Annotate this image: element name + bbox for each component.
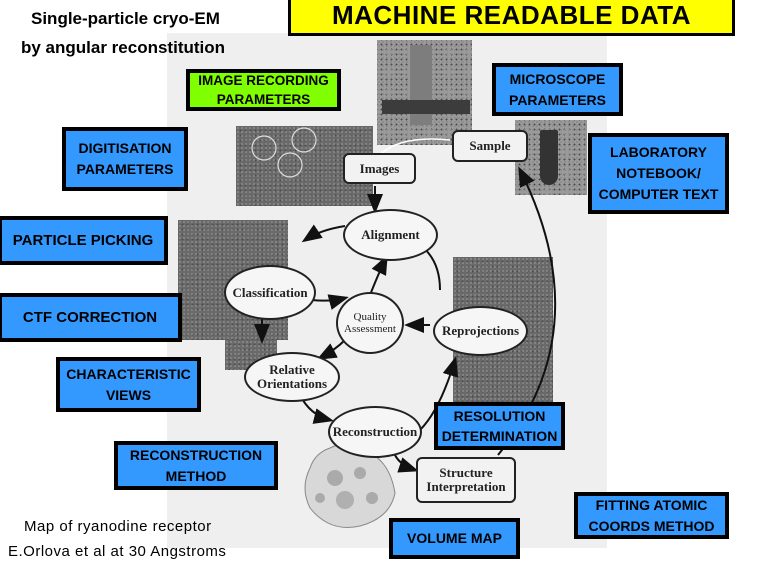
node-classification-label: Classification [232,284,308,300]
tag-reconstruction-method: RECONSTRUCTION METHOD [114,441,278,490]
tag-fitting-atomic-coords: FITTING ATOMIC COORDS METHOD [574,492,729,539]
tag-image-recording-parameters: IMAGE RECORDING PARAMETERS [186,69,341,111]
node-images: Images [343,153,416,184]
tag-line: LABORATORY [610,144,707,160]
tag-particle-picking: PARTICLE PICKING [0,216,168,265]
node-relative-orientations: Relative Orientations [244,352,340,402]
node-classification: Classification [224,265,316,320]
node-sample-label: Sample [469,138,511,153]
tag-line: CTF CORRECTION [22,309,158,326]
tag-microscope-parameters: MICROSCOPE PARAMETERS [492,63,623,116]
tag-characteristic-views: CHARACTERISTIC VIEWS [56,357,201,412]
tag-line: METHOD [165,467,227,484]
tag-line: PARAMETERS [76,161,174,177]
node-structure-label-1: Structure [439,465,493,480]
node-alignment-label: Alignment [361,227,420,242]
tag-line: CHARACTERISTIC [66,365,191,382]
tag-line: RESOLUTION [453,408,546,424]
tag-line: RECONSTRUCTION [129,446,263,463]
title-line-1: Single-particle cryo-EM [31,9,220,28]
sample-tube-icon [540,130,558,185]
tag-line: MICROSCOPE [509,70,606,87]
particle-circles-icon [251,127,317,178]
tag-digitisation-parameters: DIGITISATION PARAMETERS [62,127,188,191]
node-reconstruction: Reconstruction [328,406,422,458]
tag-line: COMPUTER TEXT [598,186,719,202]
banner-text: MACHINE READABLE DATA [331,0,692,30]
node-quality-label-1: Quality [353,311,387,323]
node-quality-assessment: Quality Assessment [336,292,404,354]
tag-resolution-determination: RESOLUTION DETERMINATION [434,402,565,450]
node-reprojections-label: Reprojections [441,323,520,338]
tag-volume-map: VOLUME MAP [389,518,520,559]
tag-laboratory-notebook: LABORATORY NOTEBOOK/ COMPUTER TEXT [588,133,729,214]
tag-line: PARAMETERS [216,92,311,107]
tag-line: VOLUME MAP [407,530,502,546]
tag-line: IMAGE RECORDING [198,73,329,88]
volume-map-render [304,443,396,528]
tag-line: FITTING ATOMIC [595,496,708,513]
tag-line: PARTICLE PICKING [12,232,154,249]
machine-readable-banner: MACHINE READABLE DATA [288,0,735,36]
node-reconstruction-label: Reconstruction [332,424,418,439]
caption-line-2: E.Orlova et al at 30 Angstroms [8,543,227,560]
node-reprojections: Reprojections [433,306,528,356]
microscope-desk-icon [382,100,470,114]
tag-line: VIEWS [105,386,152,403]
tag-line: PARAMETERS [509,91,606,108]
tag-ctf-correction: CTF CORRECTION [0,293,182,342]
node-images-label: Images [359,160,400,176]
node-structure-interpretation: Structure Interpretation [416,457,516,503]
tag-line: NOTEBOOK/ [616,165,701,181]
caption-line-1: Map of ryanodine receptor [24,518,212,535]
tag-line: DETERMINATION [441,428,558,444]
node-relative-label-1: Relative [269,362,315,377]
node-structure-label-2: Interpretation [426,479,506,494]
tag-line: DIGITISATION [78,140,172,156]
tag-line: COORDS METHOD [588,517,715,534]
node-relative-label-2: Orientations [256,376,328,391]
node-quality-label-2: Assessment [344,323,396,335]
node-sample: Sample [452,130,528,162]
title-line-2: by angular reconstitution [21,38,226,57]
node-alignment: Alignment [343,209,438,261]
